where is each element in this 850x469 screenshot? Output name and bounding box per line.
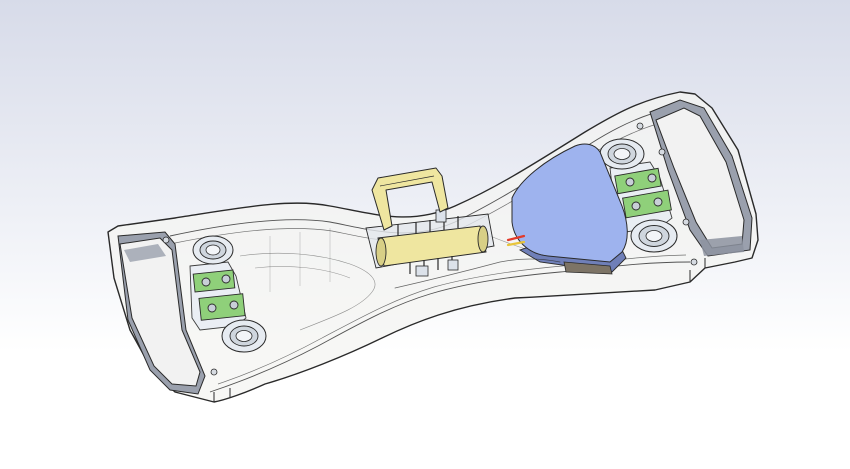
left-bolt-3 — [207, 303, 217, 313]
left-pad-shade — [124, 244, 166, 262]
hinge-block-bottom — [415, 265, 429, 277]
right-bearing-upper — [599, 138, 645, 170]
shell-screws — [162, 122, 698, 376]
left-bracket-green-bottom — [198, 293, 246, 321]
screw-6 — [658, 148, 666, 156]
left-bearing-lower-hub — [235, 330, 253, 342]
wire-yellow — [506, 240, 526, 247]
battery-pack — [511, 143, 628, 275]
handle-inner-edge — [379, 175, 435, 187]
right-bearing-upper-hub — [613, 148, 631, 160]
left-bolt-4 — [229, 300, 239, 310]
left-bearing-lower — [221, 319, 267, 353]
left-bolt-2 — [221, 274, 231, 284]
right-bearing-lower-hub — [645, 230, 663, 242]
left-motor-bracket — [189, 261, 247, 331]
handle-body — [371, 167, 449, 231]
right-wheel-pad — [649, 99, 753, 257]
screw-5 — [682, 218, 690, 226]
right-bolt-4 — [653, 197, 663, 207]
screw-2 — [210, 368, 218, 376]
left-wheel-pad — [117, 231, 206, 395]
left-bearing-upper — [192, 235, 234, 265]
shell-contour-2 — [254, 266, 351, 279]
right-bolt-1 — [625, 177, 635, 187]
hinge-tube-end-left — [375, 237, 387, 267]
right-bearing-lower — [630, 219, 678, 253]
battery-top — [511, 143, 628, 263]
wire-harness — [394, 234, 561, 289]
left-pad-body — [119, 237, 201, 387]
screw-1 — [162, 236, 170, 244]
left-bolt-1 — [201, 277, 211, 287]
center-hinge — [365, 209, 495, 277]
battery-terminal — [563, 261, 613, 275]
hinge-block-bottom-2 — [447, 259, 459, 271]
right-pad-shade — [700, 236, 744, 256]
right-bolt-3 — [631, 201, 641, 211]
wire-tray — [394, 258, 561, 289]
screw-4 — [690, 258, 698, 266]
wire-red — [506, 234, 526, 242]
carry-handle — [371, 167, 449, 231]
left-bearing-upper-hub — [205, 244, 221, 256]
right-bolt-2 — [647, 173, 657, 183]
shell-contour-1 — [239, 252, 376, 331]
screw-3 — [636, 122, 644, 130]
right-motor-bracket — [609, 161, 673, 233]
shell-lip — [213, 258, 706, 402]
shell-contour-3 — [269, 228, 331, 292]
hinge-tube-end-right — [477, 225, 489, 253]
right-bracket-green-bottom — [622, 189, 672, 219]
right-pad-body — [655, 107, 745, 249]
